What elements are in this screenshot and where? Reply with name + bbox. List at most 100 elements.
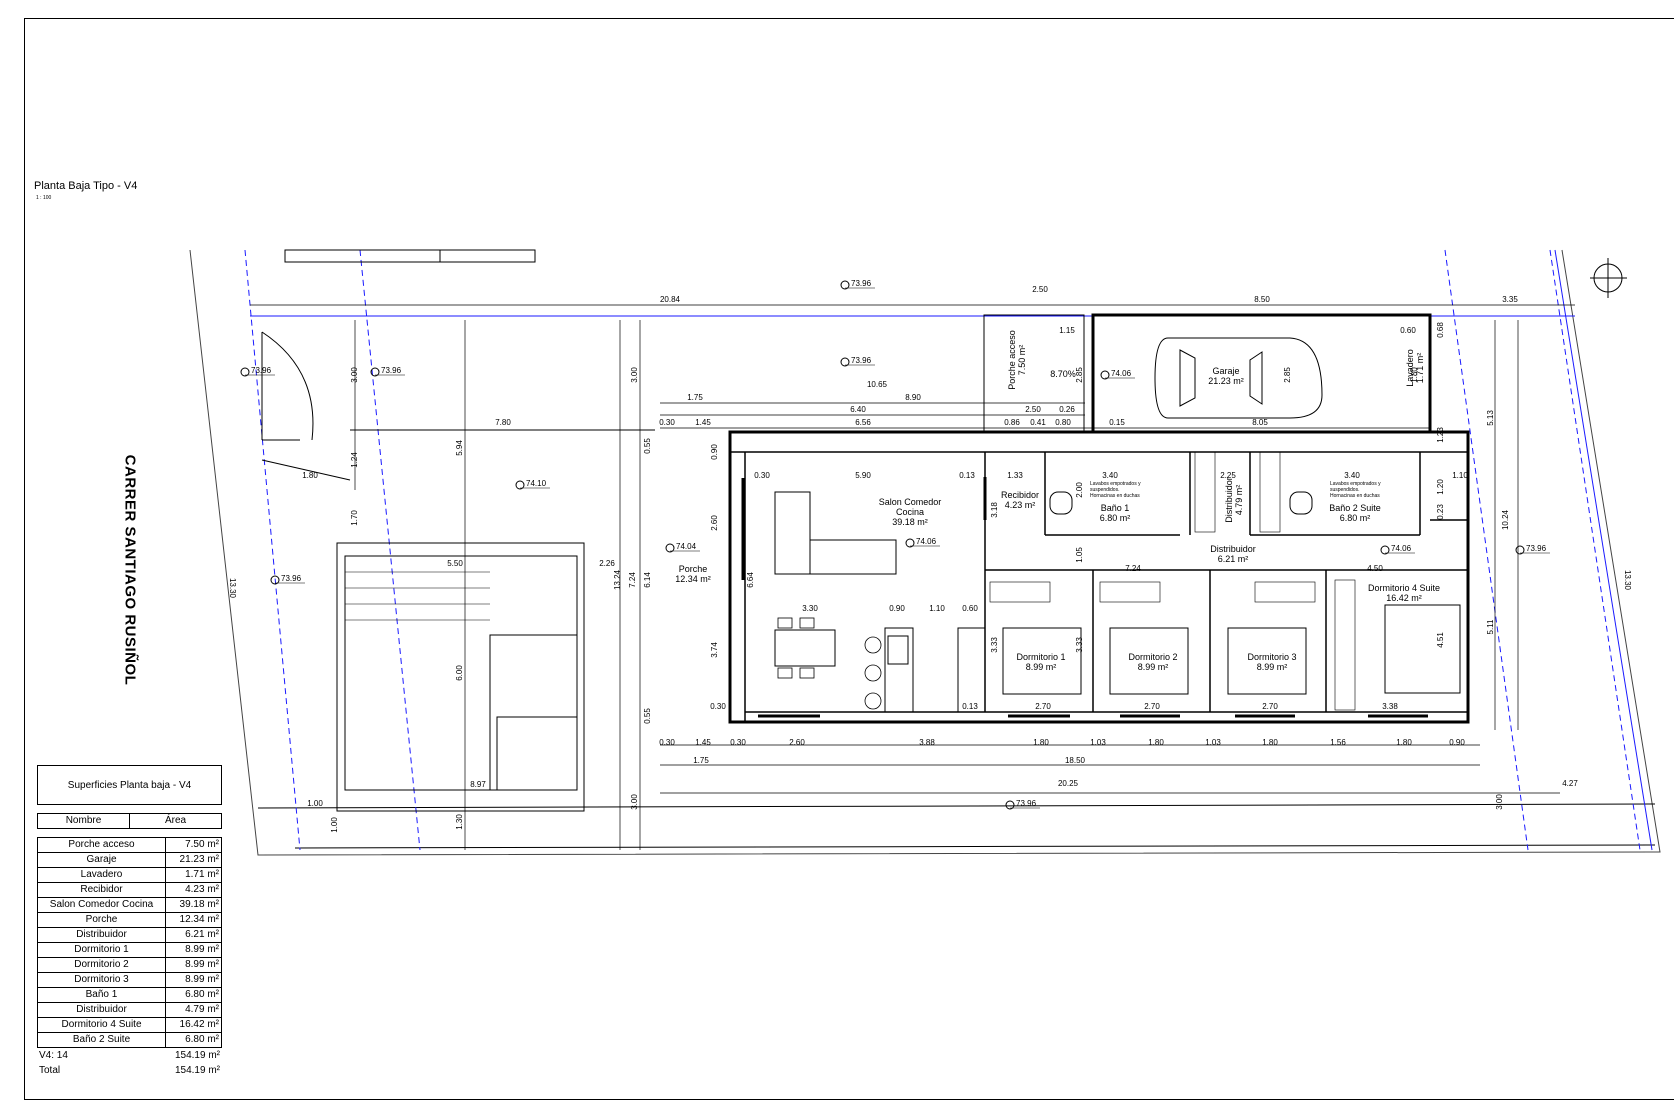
level-marker: 73.96 — [840, 279, 875, 290]
dimension: 2.70 — [1262, 702, 1278, 711]
schedule-title: Superficies Planta baja - V4 — [37, 765, 222, 805]
car — [1154, 337, 1323, 419]
dimension: 3.00 — [1495, 794, 1504, 810]
dimension: 3.40 — [1102, 471, 1118, 480]
dimension: 0.86 — [1004, 418, 1020, 427]
dimension: 1.00 — [307, 799, 323, 808]
schedule-row-area: 8.99 m² — [165, 942, 222, 958]
schedule-row-name: Dormitorio 2 — [37, 957, 166, 973]
dimension: 1.03 — [1090, 738, 1106, 747]
sheet-title: Planta Baja Tipo - V4 — [34, 180, 138, 192]
dimension: 13.30 — [228, 578, 237, 599]
plot-boundary — [189, 249, 1661, 856]
dimension: 0.41 — [1030, 418, 1046, 427]
room-area: 8.99 m² — [1257, 662, 1288, 672]
schedule-table: Nombre Área — [37, 813, 222, 829]
dimension: 0.55 — [643, 438, 652, 454]
level-value: 73.96 — [851, 279, 872, 288]
room-label: Recibidor — [1001, 490, 1039, 500]
dimension: 1.80 — [1262, 738, 1278, 747]
room-label: Lavadero — [1405, 349, 1415, 387]
dimension: 0.30 — [659, 738, 675, 747]
dimension: 0.90 — [1449, 738, 1465, 747]
room-area: 39.18 m² — [892, 517, 928, 527]
room-label: Dormitorio 4 Suite — [1368, 583, 1440, 593]
level-marker: 74.06 — [1100, 369, 1135, 380]
dimension: 2.70 — [1035, 702, 1051, 711]
dimension: 3.00 — [630, 367, 639, 383]
dimension: 0.55 — [643, 708, 652, 724]
dimension: 1.10 — [1452, 471, 1468, 480]
dimension: 18.50 — [1065, 756, 1086, 765]
schedule-row-area: 21.23 m² — [165, 852, 222, 868]
room-area: 4.79 m² — [1234, 485, 1244, 516]
dimension: 7.24 — [1125, 564, 1141, 573]
room-area: 6.80 m² — [1100, 513, 1131, 523]
note-line: Hornacinas en duchas — [1330, 493, 1380, 499]
level-marker: 74.06 — [905, 537, 940, 548]
dimension: 2.70 — [1144, 702, 1160, 711]
room-label: Salon Comedor — [879, 497, 942, 507]
dimension: 6.64 — [746, 572, 755, 588]
room-label: Dormitorio 1 — [1016, 652, 1065, 662]
dimension: 3.40 — [1344, 471, 1360, 480]
dimension: 3.38 — [1382, 702, 1398, 711]
level-marker: 73.96 — [840, 356, 875, 367]
dimension: 1.80 — [302, 471, 318, 480]
schedule-total: Total 154.19 m² — [37, 1063, 222, 1078]
dimension: 3.00 — [630, 794, 639, 810]
schedule-row-name: Porche acceso — [37, 837, 166, 853]
schedule-row-name: Distribuidor — [37, 1002, 166, 1018]
dimension: 2.26 — [599, 559, 615, 568]
room-area: 6.21 m² — [1218, 554, 1249, 564]
dimension: 1.15 — [1059, 326, 1075, 335]
dimension: 1.80 — [1148, 738, 1164, 747]
total-label: Total — [39, 1065, 61, 1076]
dimension: 6.14 — [643, 572, 652, 588]
dimension: 1.10 — [929, 604, 945, 613]
dimension: 1.45 — [695, 738, 711, 747]
dimension: 2.85 — [1075, 367, 1084, 383]
level-marker: 73.96 — [240, 366, 275, 377]
schedule-subtotal: V4: 14 154.19 m² — [37, 1048, 222, 1063]
dimension: 2.50 — [1032, 285, 1048, 294]
level-value: 74.10 — [526, 479, 547, 488]
level-marker: 74.10 — [515, 479, 550, 490]
dining-table — [774, 629, 836, 667]
col-name-header: Nombre — [37, 813, 130, 829]
note-line: Hornacinas en duchas — [1090, 493, 1140, 499]
dimension: 0.90 — [889, 604, 905, 613]
schedule-row-area: 39.18 m² — [165, 897, 222, 913]
schedule-row-name: Dormitorio 4 Suite — [37, 1017, 166, 1033]
room-area: 21.23 m² — [1208, 376, 1244, 386]
dimension: 1.20 — [1436, 479, 1445, 495]
level-value: 74.06 — [1391, 544, 1412, 553]
dimension: 5.13 — [1486, 410, 1495, 426]
dimension: 2.25 — [1220, 471, 1236, 480]
sofa — [774, 491, 811, 575]
level-value: 73.96 — [1016, 799, 1037, 808]
dimension: 7.24 — [628, 572, 637, 588]
dimension: 1.03 — [1205, 738, 1221, 747]
dimension: 0.30 — [754, 471, 770, 480]
dimension: 20.84 — [660, 295, 681, 304]
room-label: Dormitorio 2 — [1128, 652, 1177, 662]
schedule-row-area: 12.34 m² — [165, 912, 222, 928]
dimension: 0.30 — [730, 738, 746, 747]
dimension: 10.65 — [867, 380, 888, 389]
room-label: Porche acceso — [1007, 330, 1017, 390]
schedule-row-area: 4.79 m² — [165, 1002, 222, 1018]
dimension: 0.30 — [710, 702, 726, 711]
dimension: 4.51 — [1436, 632, 1445, 648]
level-value: 74.04 — [676, 542, 697, 551]
dimension: 0.15 — [1109, 418, 1125, 427]
sheet-scale: 1 : 100 — [36, 195, 52, 201]
